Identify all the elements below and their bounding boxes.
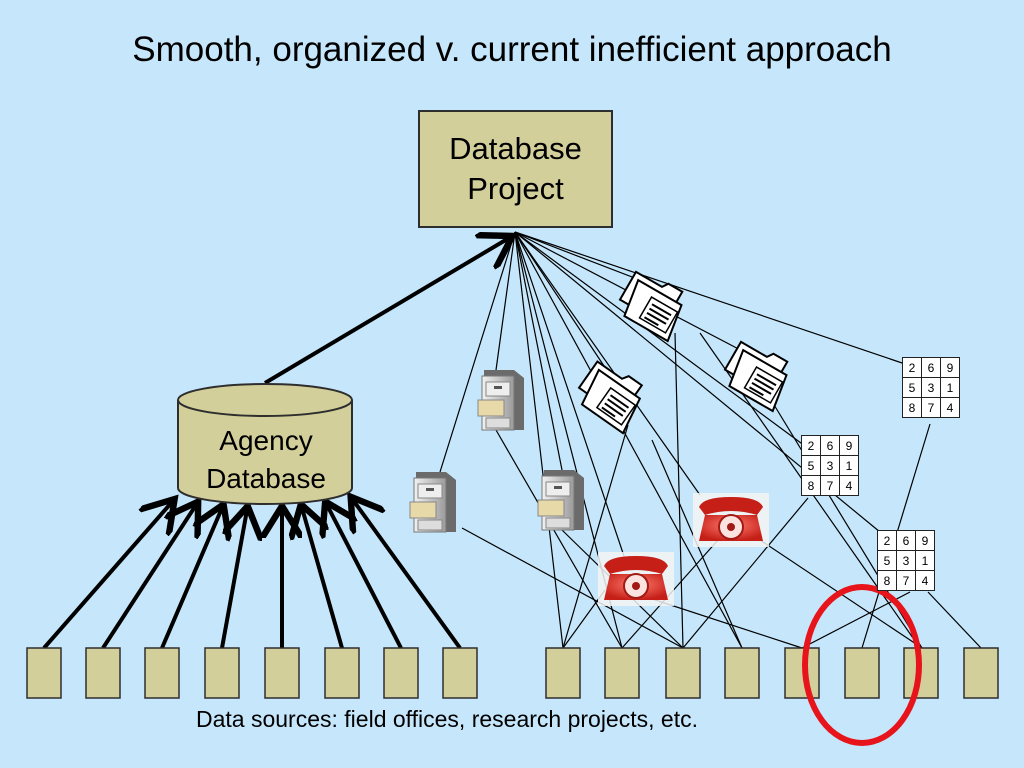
grid-cell: 4 [940, 397, 960, 418]
grid-cell: 1 [940, 377, 960, 398]
connector-line [674, 332, 684, 649]
grid-cell: 8 [902, 397, 922, 418]
grid-cell: 8 [801, 475, 821, 496]
database-project-line1: Database [449, 131, 582, 166]
grid-cell: 9 [839, 435, 859, 456]
document-icon [618, 270, 684, 343]
connector-line [514, 231, 563, 471]
document-icon [577, 360, 644, 435]
connector-line [562, 424, 629, 649]
grid-cell: 6 [921, 357, 941, 378]
data-source-box [264, 647, 300, 699]
file-cabinet-icon [537, 470, 584, 531]
connector-line [514, 231, 629, 569]
grid-cell: 1 [915, 550, 935, 571]
connector-line [514, 231, 646, 283]
database-project-box: Database Project [418, 110, 613, 228]
grid-cell: 2 [902, 357, 922, 378]
agency-arrow [101, 505, 196, 650]
grid-cell: 9 [940, 357, 960, 378]
data-source-box [383, 647, 419, 699]
agency-arrow [160, 508, 222, 649]
file-cabinet-icon [409, 472, 456, 533]
grid-cell: 7 [896, 570, 916, 591]
data-source-box [204, 647, 240, 699]
connector-line [682, 497, 809, 649]
agency-database-line2: Database [206, 463, 326, 494]
grid-cell: 7 [820, 475, 840, 496]
data-source-box [963, 647, 999, 699]
connector-line [514, 231, 909, 366]
connector-line [514, 231, 611, 376]
highlight-ellipse [802, 584, 922, 746]
agency-database-label: Agency Database [180, 422, 352, 498]
grid-cell: 3 [921, 377, 941, 398]
agency-database-cylinder [177, 383, 353, 505]
agency-to-project-arrow [263, 238, 509, 385]
data-source-box [784, 647, 820, 699]
data-source-box [665, 647, 701, 699]
grid-cell: 3 [820, 455, 840, 476]
slide-title: Smooth, organized v. current inefficient… [132, 30, 892, 69]
grid-cell: 8 [877, 570, 897, 591]
agency-arrow [327, 505, 403, 649]
grid-cell: 1 [839, 455, 859, 476]
document-icon [723, 340, 789, 413]
rotary-phone-icon [693, 493, 769, 547]
rotary-phone-icon [598, 552, 674, 606]
connector-line [514, 231, 743, 649]
grid-cell: 6 [820, 435, 840, 456]
data-source-box [604, 647, 640, 699]
footer-caption: Data sources: field offices, research pr… [196, 706, 698, 732]
agency-database-line1: Agency [219, 425, 313, 456]
agency-arrow [302, 508, 344, 649]
agency-arrows [42, 238, 509, 650]
data-source-box [85, 647, 121, 699]
grid-cell: 5 [877, 550, 897, 571]
grid-cell: 5 [902, 377, 922, 398]
connector-line [514, 231, 806, 447]
grid-cell: 4 [839, 475, 859, 496]
data-source-box [26, 647, 62, 699]
grid-cell: 9 [915, 530, 935, 551]
grid-cell: 6 [896, 530, 916, 551]
grid-cell: 3 [896, 550, 916, 571]
data-sources [26, 647, 999, 699]
grid-cell: 7 [921, 397, 941, 418]
data-source-box [545, 647, 581, 699]
grid-cell: 4 [915, 570, 935, 591]
connector-line [461, 527, 684, 649]
agency-arrow [42, 502, 172, 650]
data-source-box [144, 647, 180, 699]
connector-line [514, 231, 701, 496]
connector-line [439, 231, 516, 473]
grid-cell: 2 [801, 435, 821, 456]
data-source-box [844, 647, 880, 699]
connector-line [495, 231, 516, 371]
data-source-box [724, 647, 760, 699]
file-cabinet-icon [477, 370, 524, 431]
data-source-box [442, 647, 478, 699]
grid-cell: 2 [877, 530, 897, 551]
connector-line [927, 591, 982, 649]
agency-arrow [220, 510, 247, 649]
agency-arrow [353, 500, 462, 650]
data-source-box [324, 647, 360, 699]
database-project-line2: Project [467, 171, 564, 206]
connector-line [495, 429, 623, 649]
grid-cell: 5 [801, 455, 821, 476]
